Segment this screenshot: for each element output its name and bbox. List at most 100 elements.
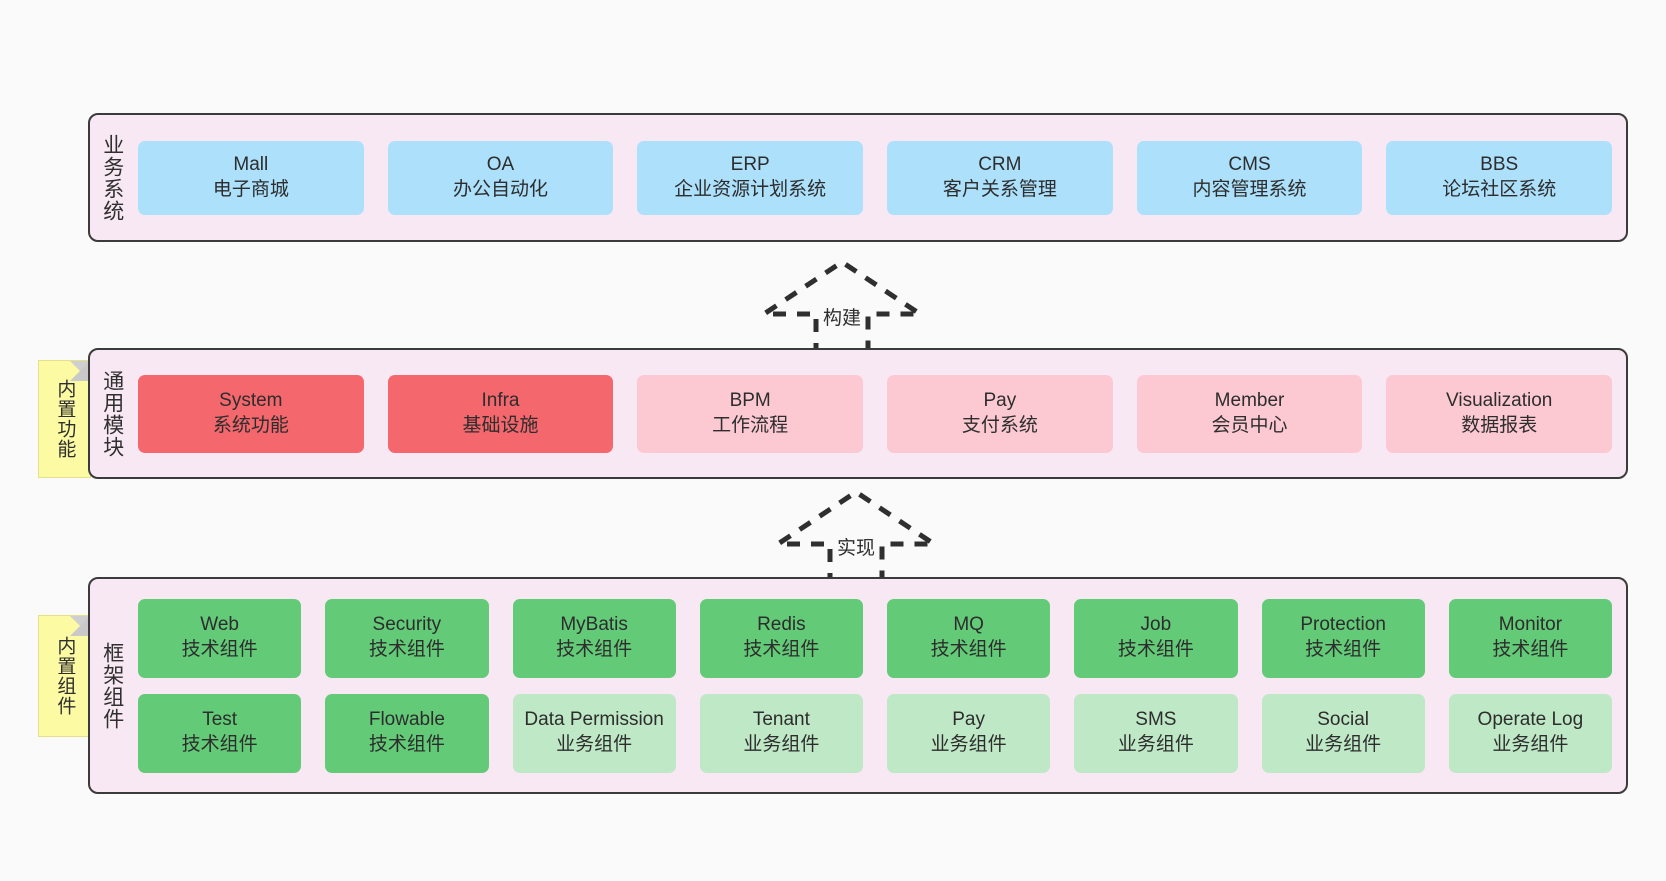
node-title: Test [202,709,238,731]
node-title: CMS [1228,153,1271,175]
node-subtitle: 会员中心 [1211,414,1288,436]
node-title: Protection [1300,614,1386,636]
node-protection[interactable]: Protection 技术组件 [1261,598,1425,678]
node-subtitle: 技术组件 [556,639,633,660]
arrow-label-implement: 实现 [834,533,878,560]
node-system[interactable]: System 系统功能 [138,374,364,453]
node-title: Mall [233,153,269,175]
node-title: OA [486,153,515,175]
node-title: Pay [952,709,985,731]
node-title: ERP [730,153,770,175]
row-common-1: System 系统功能 Infra 基础设施 BPM 工作流程 Pay 支付系统… [138,374,1613,453]
note-builtin-components: 内置组件 [38,615,91,737]
node-subtitle: 客户关系管理 [942,178,1057,200]
node-subtitle: 技术组件 [1305,639,1382,660]
layer-body-common: System 系统功能 Infra 基础设施 BPM 工作流程 Pay 支付系统… [134,350,1626,477]
node-title: MQ [953,614,984,636]
node-test[interactable]: Test 技术组件 [138,693,302,773]
node-title: Monitor [1498,614,1563,636]
node-job[interactable]: Job 技术组件 [1074,598,1238,678]
layer-title-business: 业务系统 [100,133,124,222]
node-subtitle: 技术组件 [181,734,258,755]
node-subtitle: 业务组件 [1492,734,1569,755]
node-title: BPM [729,389,771,411]
node-title: MyBatis [560,614,628,636]
node-subtitle: 论坛社区系统 [1442,178,1557,200]
node-subtitle: 数据报表 [1461,414,1538,436]
node-title: Member [1214,389,1285,411]
node-bpm[interactable]: BPM 工作流程 [637,374,864,453]
layer-body-business: Mall 电子商城 OA 办公自动化 ERP 企业资源计划系统 CRM 客户关系… [134,115,1626,240]
node-oa[interactable]: OA 办公自动化 [387,140,614,215]
node-title: Web [200,614,239,636]
node-monitor[interactable]: Monitor 技术组件 [1448,598,1612,678]
node-mq[interactable]: MQ 技术组件 [887,598,1051,678]
node-subtitle: 技术组件 [1117,639,1194,660]
note-builtin-features: 内置功能 [38,360,91,478]
node-security[interactable]: Security 技术组件 [325,598,489,678]
node-subtitle: 业务组件 [556,734,633,755]
node-title: Tenant [752,709,810,731]
node-title: BBS [1480,153,1519,175]
node-subtitle: 技术组件 [368,734,445,755]
node-mybatis[interactable]: MyBatis 技术组件 [512,598,676,678]
node-flowable[interactable]: Flowable 技术组件 [325,693,489,773]
node-web[interactable]: Web 技术组件 [138,598,302,678]
node-tenant[interactable]: Tenant 业务组件 [699,693,863,773]
note-label: 内置功能 [54,379,76,459]
row-framework-tech: Web 技术组件 Security 技术组件 MyBatis 技术组件 Redi… [138,598,1612,678]
note-fold-corner-icon [70,361,90,381]
node-subtitle: 系统功能 [212,414,289,436]
node-title: Job [1140,614,1172,636]
note-fold-corner-icon [70,616,90,636]
node-infra[interactable]: Infra 基础设施 [387,374,614,453]
node-pay-component[interactable]: Pay 业务组件 [887,693,1051,773]
row-business-1: Mall 电子商城 OA 办公自动化 ERP 企业资源计划系统 CRM 客户关系… [138,140,1613,215]
node-mall[interactable]: Mall 电子商城 [138,140,364,215]
node-subtitle: 业务组件 [743,734,820,755]
node-subtitle: 办公自动化 [453,178,549,200]
node-title: Operate Log [1477,709,1584,731]
layer-title-common: 通用模块 [100,369,124,458]
node-title: SMS [1135,709,1177,731]
node-title: Visualization [1446,389,1553,411]
node-subtitle: 技术组件 [930,639,1007,660]
node-redis[interactable]: Redis 技术组件 [699,598,863,678]
node-title: Infra [481,389,520,411]
node-erp[interactable]: ERP 企业资源计划系统 [637,140,864,215]
node-cms[interactable]: CMS 内容管理系统 [1136,140,1363,215]
arrow-label-build: 构建 [820,303,864,330]
node-subtitle: 工作流程 [712,414,789,436]
node-title: Redis [757,614,806,636]
node-pay-module[interactable]: Pay 支付系统 [887,374,1113,453]
node-subtitle: 企业资源计划系统 [674,178,827,200]
node-data-permission[interactable]: Data Permission 业务组件 [512,693,676,773]
layer-business-systems: 业务系统 Mall 电子商城 OA 办公自动化 ERP 企业资源计划系统 CRM… [88,113,1628,242]
row-framework-business: Test 技术组件 Flowable 技术组件 Data Permission … [138,693,1612,773]
node-subtitle: 技术组件 [1492,639,1569,660]
node-crm[interactable]: CRM 客户关系管理 [887,140,1113,215]
node-subtitle: 技术组件 [368,639,445,660]
node-subtitle: 业务组件 [1305,734,1382,755]
node-title: Flowable [368,709,445,731]
node-bbs[interactable]: BBS 论坛社区系统 [1386,140,1613,215]
layer-common-modules: 通用模块 System 系统功能 Infra 基础设施 BPM 工作流程 Pay… [88,348,1628,479]
node-title: Social [1317,709,1369,731]
node-title: CRM [978,153,1022,175]
node-operate-log[interactable]: Operate Log 业务组件 [1448,693,1612,773]
arrow-build: 构建 [756,258,928,356]
node-member[interactable]: Member 会员中心 [1136,374,1363,453]
node-visualization[interactable]: Visualization 数据报表 [1386,374,1613,453]
node-title: Data Permission [524,709,664,731]
layer-title-framework: 框架组件 [100,641,124,730]
node-social[interactable]: Social 业务组件 [1261,693,1425,773]
node-subtitle: 电子商城 [212,178,289,200]
node-subtitle: 技术组件 [743,639,820,660]
node-title: System [219,389,283,411]
node-subtitle: 支付系统 [961,414,1038,436]
node-title: Security [372,614,442,636]
note-label: 内置组件 [54,636,76,716]
node-sms[interactable]: SMS 业务组件 [1074,693,1238,773]
node-subtitle: 基础设施 [462,414,539,436]
